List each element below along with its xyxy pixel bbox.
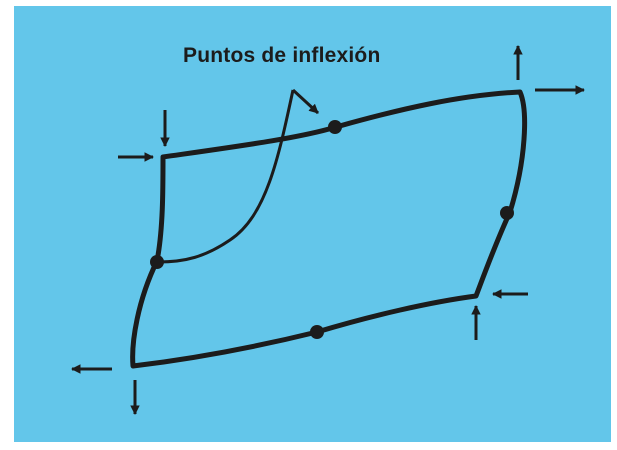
inflection-point-left: [150, 255, 164, 269]
inner-loading-curve: [157, 89, 295, 264]
inflection-point-top: [328, 120, 342, 134]
inflection-point-right: [500, 206, 514, 220]
label-pointer: [291, 88, 320, 115]
inflection-point-bottom: [310, 325, 324, 339]
diagram-title: Puntos de inflexión: [183, 44, 381, 67]
hysteresis-loop: [130, 89, 528, 369]
diagram-panel: [14, 6, 611, 442]
